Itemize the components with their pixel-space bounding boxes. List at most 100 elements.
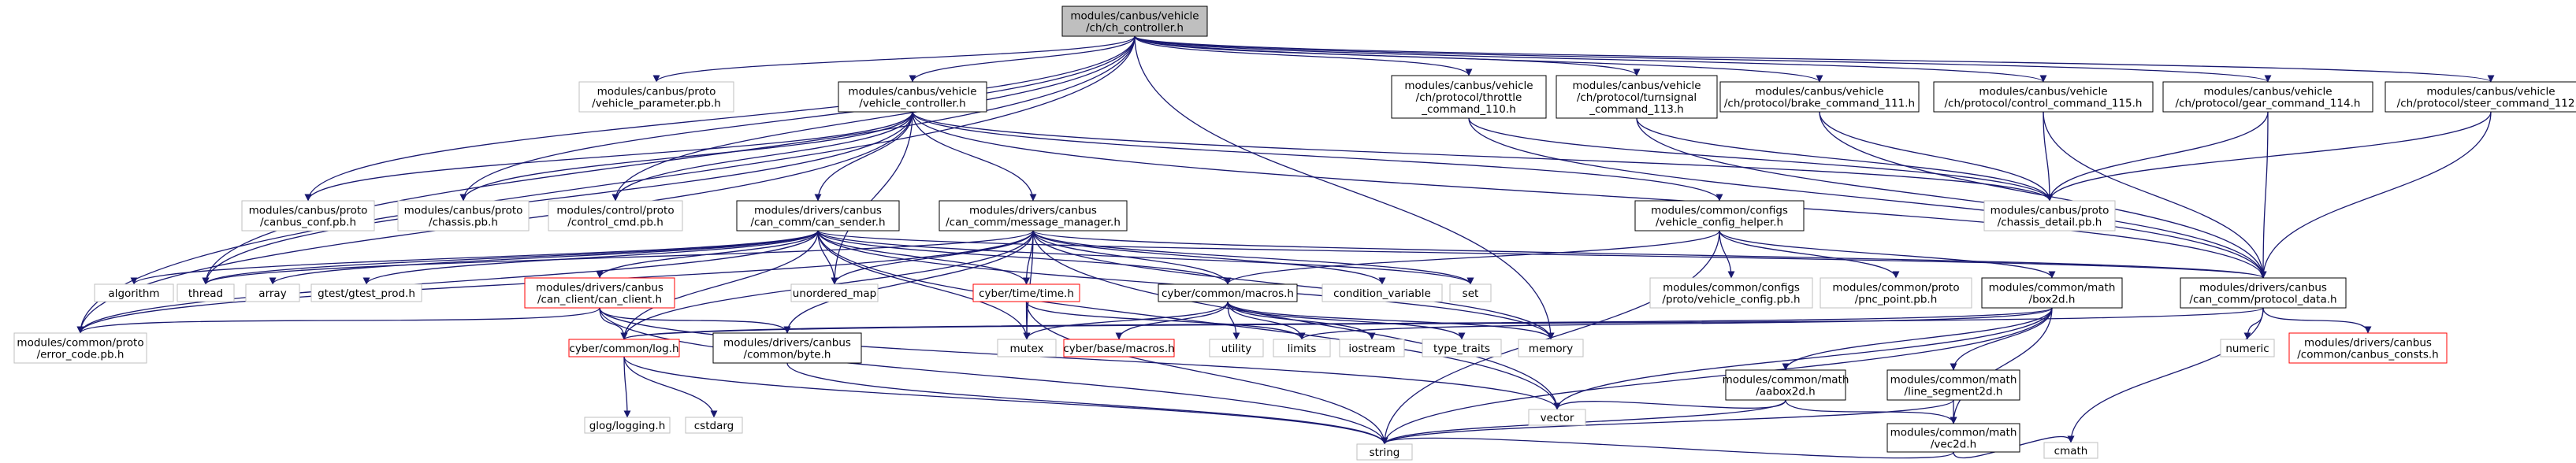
- edge-message-manager-to-macros: [1032, 230, 1232, 285]
- node-cmath[interactable]: cmath: [2043, 442, 2098, 459]
- node-line-segment2d[interactable]: modules/common/math/line_segment2d.h: [1886, 369, 2020, 401]
- node-thread[interactable]: thread: [177, 283, 235, 302]
- node-vehicle-parameter[interactable]: modules/canbus/proto/vehicle_parameter.p…: [578, 81, 734, 113]
- edge-vehicle-config-helper-to-pnc-point: [1719, 230, 1900, 279]
- node-box: [568, 339, 680, 357]
- node-vec2d[interactable]: modules/common/math/vec2d.h: [1886, 423, 2020, 453]
- node-limits[interactable]: limits: [1273, 339, 1331, 357]
- node-gtest-prod[interactable]: gtest/gtest_prod.h: [310, 283, 422, 302]
- node-box: [241, 200, 375, 232]
- node-label: modules/canbus/vehicle: [2203, 86, 2332, 98]
- node-can-sender[interactable]: modules/drivers/canbus/can_comm/can_send…: [736, 200, 900, 232]
- node-box: [578, 81, 734, 113]
- edge-vehicle-controller-to-control-cmd: [611, 111, 913, 202]
- node-label: cyber/base/macros.h: [1063, 343, 1174, 355]
- node-log[interactable]: cyber/common/log.h: [568, 339, 680, 357]
- node-gear[interactable]: modules/canbus/vehicle/ch/protocol/gear_…: [2162, 81, 2373, 113]
- node-box: [712, 332, 862, 364]
- node-control-cmd[interactable]: modules/control/proto/control_cmd.pb.h: [548, 200, 683, 232]
- node-label: modules/common/math: [1723, 374, 1849, 387]
- node-label: mutex: [1009, 343, 1043, 355]
- node-label: modules/canbus/proto: [404, 205, 523, 217]
- node-label: /can_comm/protocol_data.h: [2189, 294, 2336, 306]
- node-macros[interactable]: cyber/common/macros.h: [1158, 283, 1298, 302]
- edge-turnsignal-to-chassis-detail: [1636, 117, 2054, 202]
- node-steer[interactable]: modules/canbus/vehicle/ch/protocol/steer…: [2385, 81, 2576, 113]
- node-box: [685, 417, 743, 434]
- node-array[interactable]: array: [245, 283, 300, 302]
- node-vehicle-config-pb[interactable]: modules/common/configs/proto/vehicle_con…: [1649, 277, 1813, 309]
- node-vehicle-controller[interactable]: modules/canbus/vehicle/vehicle_controlle…: [838, 81, 987, 113]
- node-chassis[interactable]: modules/canbus/proto/chassis.pb.h: [397, 200, 530, 232]
- edge-root-to-error-code: [76, 35, 1136, 334]
- edge-protocol-data-to-canbus-consts: [2262, 307, 2372, 334]
- node-box: [1886, 369, 2020, 401]
- node-pnc-point[interactable]: modules/common/proto/pnc_point.pb.h: [1820, 277, 1972, 309]
- node-type-traits[interactable]: type_traits: [1422, 339, 1502, 357]
- node-string[interactable]: string: [1356, 443, 1413, 461]
- node-box: [1983, 200, 2116, 232]
- node-box2d[interactable]: modules/common/math/box2d.h: [1981, 277, 2123, 309]
- node-box: [939, 200, 1128, 232]
- node-label: thread: [188, 287, 223, 300]
- edge-box2d-to-limits: [1298, 307, 2053, 340]
- edge-aabox2d-to-vector: [1553, 399, 1786, 410]
- node-error-code[interactable]: modules/common/proto/error_code.pb.h: [13, 332, 147, 364]
- edge-message-manager-to-set: [1032, 230, 1474, 285]
- node-label: /box2d.h: [2029, 294, 2076, 306]
- node-throttle[interactable]: modules/canbus/vehicle/ch/protocol/throt…: [1391, 75, 1547, 119]
- edge-aabox2d-to-vec2d: [1785, 399, 1957, 424]
- edge-root-to-vehicle-parameter: [652, 35, 1136, 83]
- node-canbus-consts[interactable]: modules/drivers/canbus/common/canbus_con…: [2288, 332, 2448, 364]
- node-label: /ch/protocol/throttle: [1416, 91, 1522, 104]
- edge-vehicle-controller-to-vehicle-config-helper: [912, 111, 1723, 202]
- edge-can-sender-to-gtest-prod: [362, 230, 819, 285]
- node-mutex[interactable]: mutex: [997, 339, 1057, 357]
- node-unordered-map[interactable]: unordered_map: [790, 283, 879, 302]
- node-label: /ch/protocol/steer_command_112.h: [2397, 98, 2576, 110]
- edge-message-manager-to-byte: [783, 230, 1034, 334]
- edge-vehicle-controller-to-message-manager: [912, 111, 1037, 202]
- node-protocol-data[interactable]: modules/drivers/canbus/can_comm/protocol…: [2180, 277, 2347, 309]
- node-brake[interactable]: modules/canbus/vehicle/ch/protocol/brake…: [1719, 81, 1920, 113]
- edge-macros-to-utility: [1227, 301, 1240, 340]
- node-utility[interactable]: utility: [1209, 339, 1264, 357]
- node-cstdarg[interactable]: cstdarg: [685, 417, 743, 434]
- edge-gear-to-protocol-data: [2259, 111, 2269, 279]
- node-label: gtest/gtest_prod.h: [318, 287, 415, 300]
- node-message-manager[interactable]: modules/drivers/canbus/can_comm/message_…: [939, 200, 1128, 232]
- node-box: [1391, 75, 1547, 119]
- edge-macros-to-mutex: [1023, 301, 1229, 340]
- node-control-cmd115[interactable]: modules/canbus/vehicle/ch/protocol/contr…: [1933, 81, 2154, 113]
- edge-vehicle-controller-to-canbus-conf: [304, 111, 913, 202]
- node-condition-variable[interactable]: condition_variable: [1321, 283, 1443, 302]
- node-byte[interactable]: modules/drivers/canbus/common/byte.h: [712, 332, 862, 364]
- node-time[interactable]: cyber/time/time.h: [972, 283, 1080, 302]
- node-chassis-detail[interactable]: modules/canbus/proto/chassis_detail.pb.h: [1983, 200, 2116, 232]
- node-numeric[interactable]: numeric: [2220, 339, 2275, 357]
- node-label: modules/drivers/canbus: [2199, 282, 2327, 294]
- edge-can-sender-to-protocol-data: [817, 230, 2266, 279]
- node-root[interactable]: modules/canbus/vehicle/ch/ch_controller.…: [1061, 6, 1208, 37]
- node-box: [2043, 442, 2098, 459]
- node-box: [2162, 81, 2373, 113]
- node-label: /chassis.pb.h: [429, 217, 498, 229]
- node-box: [1933, 81, 2154, 113]
- node-aabox2d[interactable]: modules/common/math/aabox2d.h: [1723, 369, 1849, 401]
- node-canbus-conf[interactable]: modules/canbus/proto/canbus_conf.pb.h: [241, 200, 375, 232]
- node-set[interactable]: set: [1449, 283, 1492, 302]
- node-label: _command_113.h: [1589, 103, 1684, 116]
- node-turnsignal[interactable]: modules/canbus/vehicle/ch/protocol/turns…: [1556, 75, 1718, 119]
- node-label: /ch/ch_controller.h: [1086, 22, 1184, 35]
- node-algorithm[interactable]: algorithm: [94, 283, 174, 302]
- node-label: vector: [1541, 412, 1574, 424]
- node-memory[interactable]: memory: [1518, 339, 1584, 357]
- node-base-macros[interactable]: cyber/base/macros.h: [1063, 339, 1175, 357]
- node-vehicle-config-helper[interactable]: modules/common/configs/vehicle_config_he…: [1634, 200, 1805, 232]
- node-vector[interactable]: vector: [1528, 409, 1586, 426]
- edge-byte-to-string: [786, 362, 1388, 445]
- node-can-client[interactable]: modules/drivers/canbus/can_client/can_cl…: [524, 277, 675, 309]
- node-glog[interactable]: glog/logging.h: [584, 417, 671, 434]
- node-label: _command_110.h: [1421, 103, 1516, 116]
- node-iostream[interactable]: iostream: [1339, 339, 1405, 357]
